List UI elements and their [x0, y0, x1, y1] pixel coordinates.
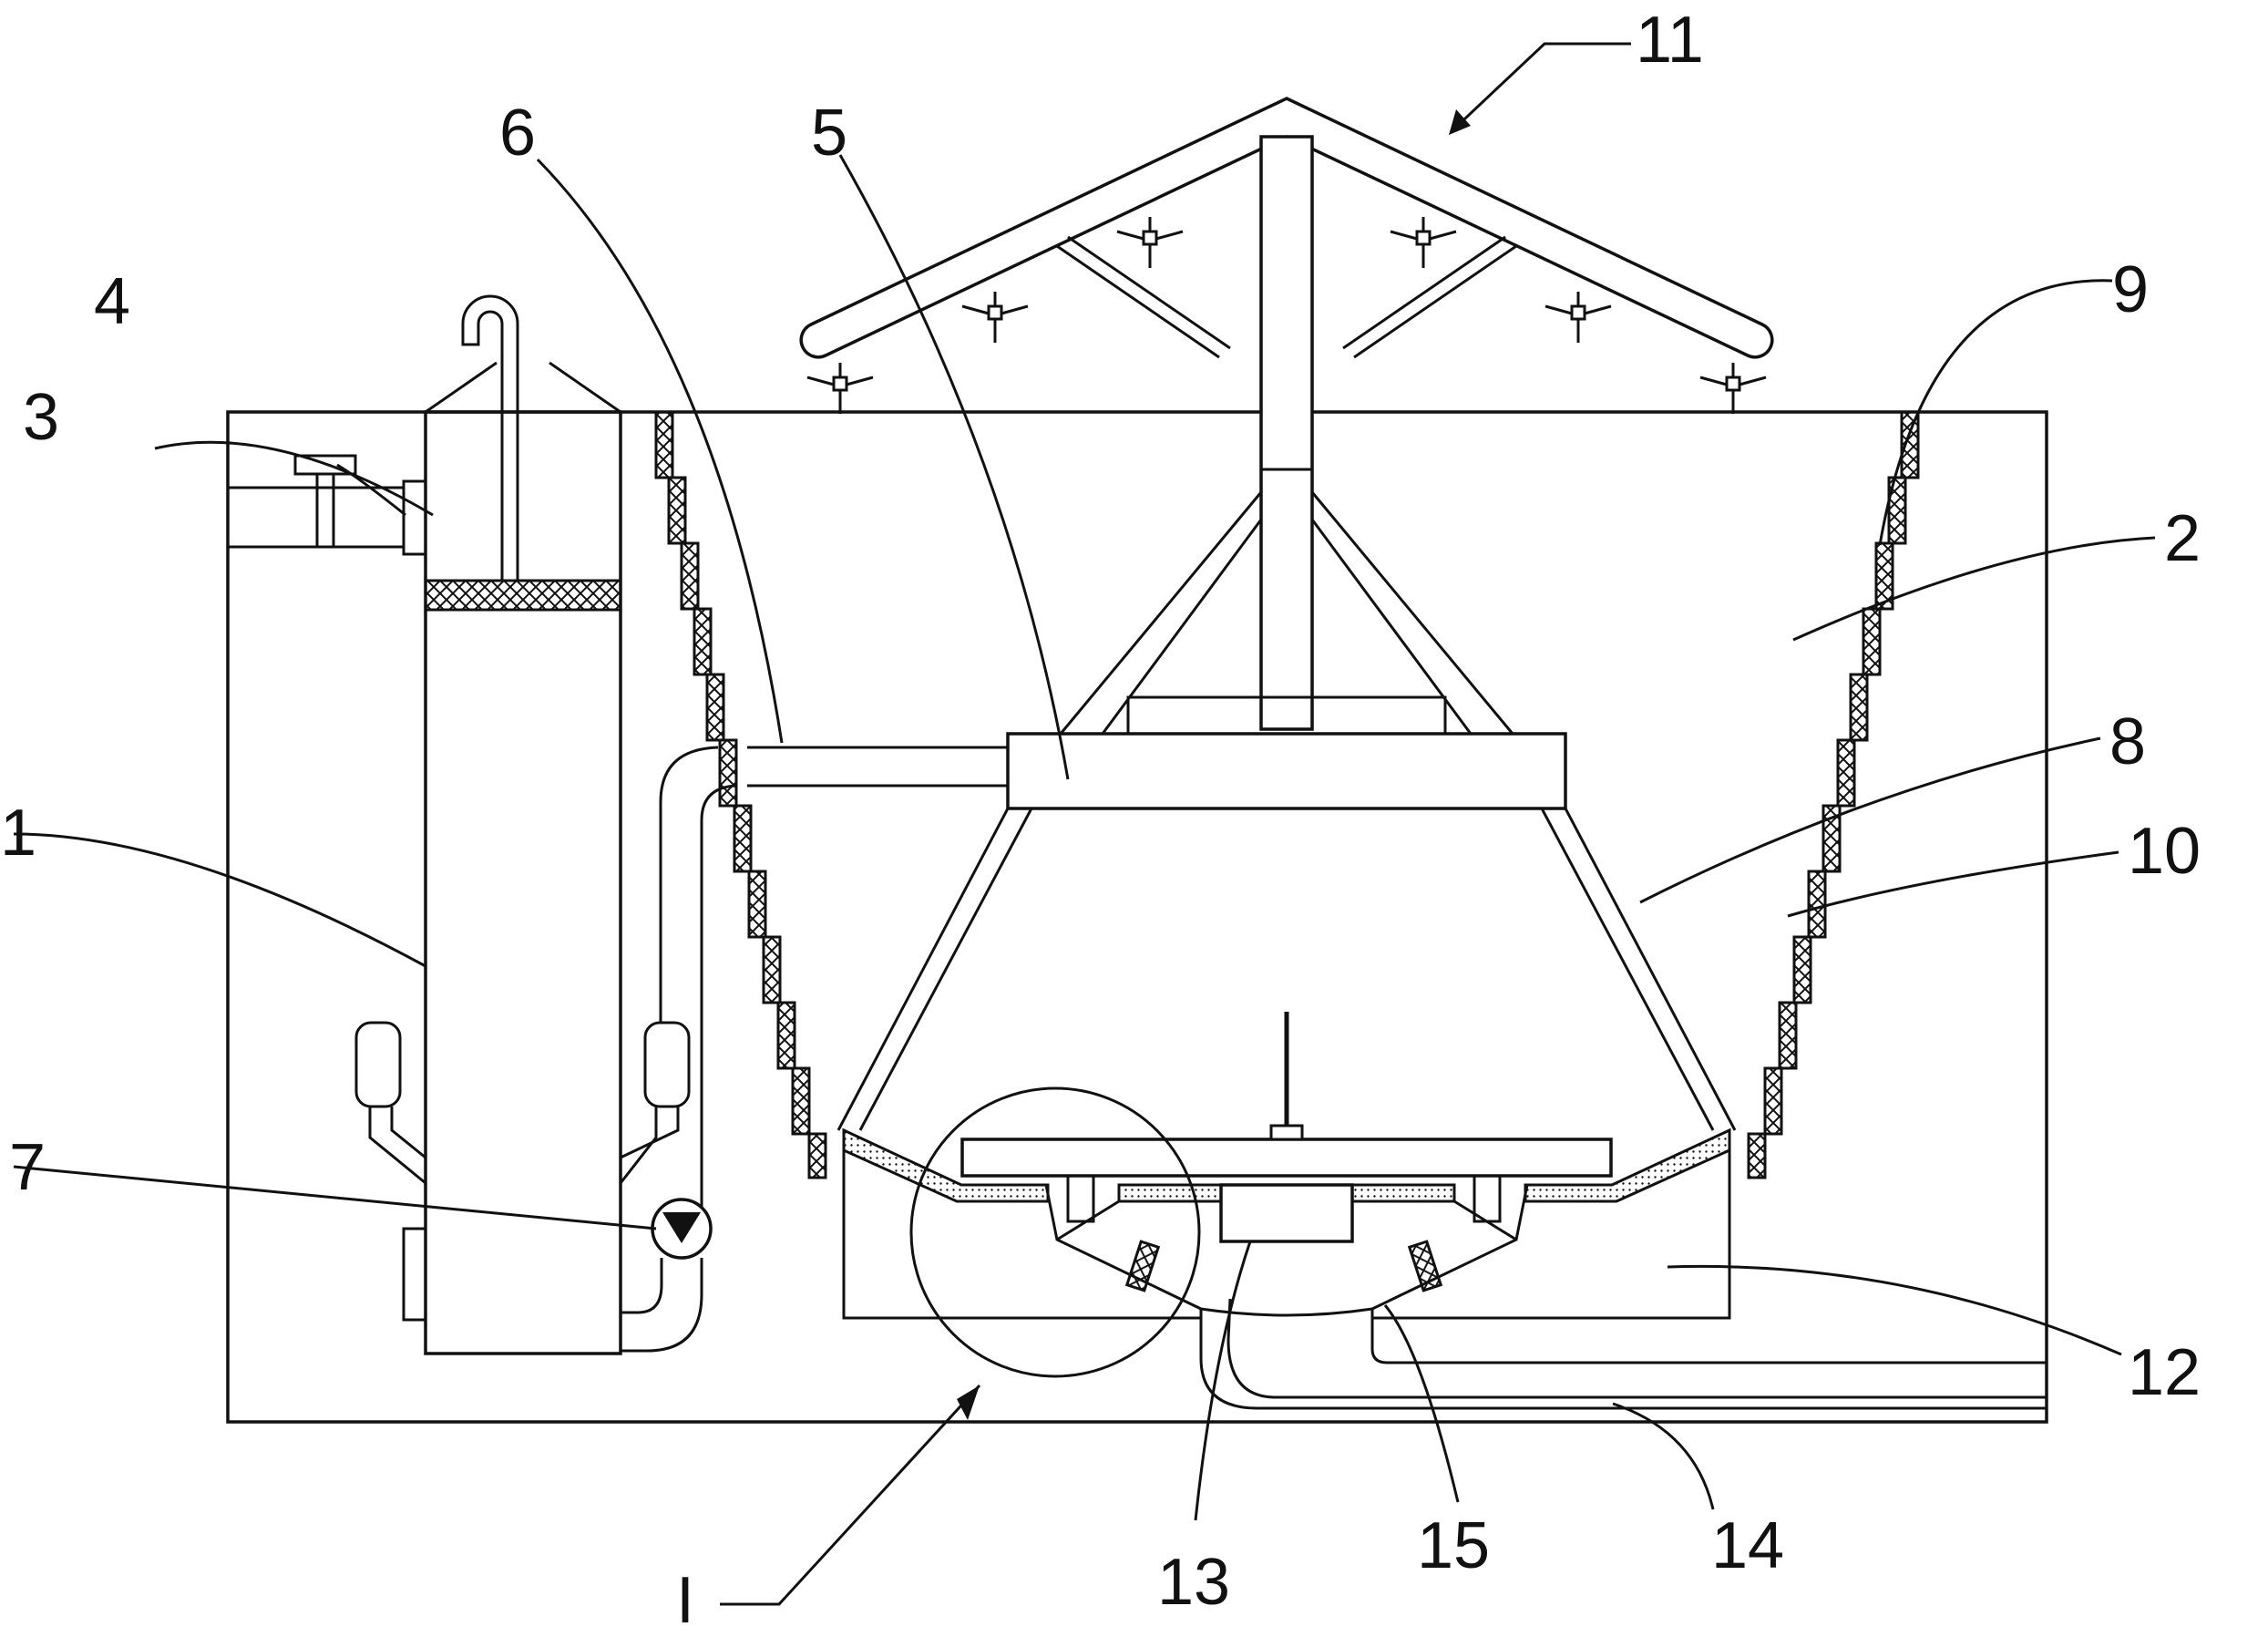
label-10: 10 — [2128, 815, 2201, 888]
label-13: 13 — [1157, 1546, 1230, 1619]
label-5: 5 — [811, 97, 847, 170]
label-4: 4 — [94, 265, 130, 338]
label-8: 8 — [2109, 705, 2146, 778]
center-box — [1219, 1183, 1354, 1243]
collection-basin — [842, 1012, 1731, 1320]
outer-frame — [226, 410, 2048, 1424]
pump — [621, 1198, 713, 1353]
label-i: I — [676, 1564, 694, 1632]
left-stepped-wall — [654, 410, 827, 1179]
inlet-valve — [293, 454, 357, 549]
label-11: 11 — [1636, 4, 1704, 77]
filter-tank — [354, 294, 691, 1355]
leader-lines — [13, 42, 2156, 1606]
right-stepped-wall — [1747, 410, 1920, 1179]
label-7: 7 — [9, 1131, 46, 1204]
transfer-pipe — [659, 746, 1008, 1208]
label-12: 12 — [2128, 1336, 2201, 1409]
label-1: 1 — [0, 797, 36, 870]
support-struts — [1059, 491, 1514, 736]
label-2: 2 — [2164, 502, 2201, 575]
detail-circle-i — [909, 1086, 1201, 1378]
distributor — [1006, 732, 1567, 810]
cone-hood — [836, 808, 1737, 1131]
label-9: 9 — [2112, 253, 2149, 326]
label-14: 14 — [1711, 1509, 1784, 1582]
drain-pipes — [1199, 1298, 2047, 1410]
label-6: 6 — [499, 97, 536, 170]
label-15: 15 — [1417, 1509, 1490, 1582]
roof-sprinkler-frame — [799, 97, 1774, 731]
nozzles — [1124, 1240, 1443, 1292]
label-3: 3 — [23, 381, 59, 454]
